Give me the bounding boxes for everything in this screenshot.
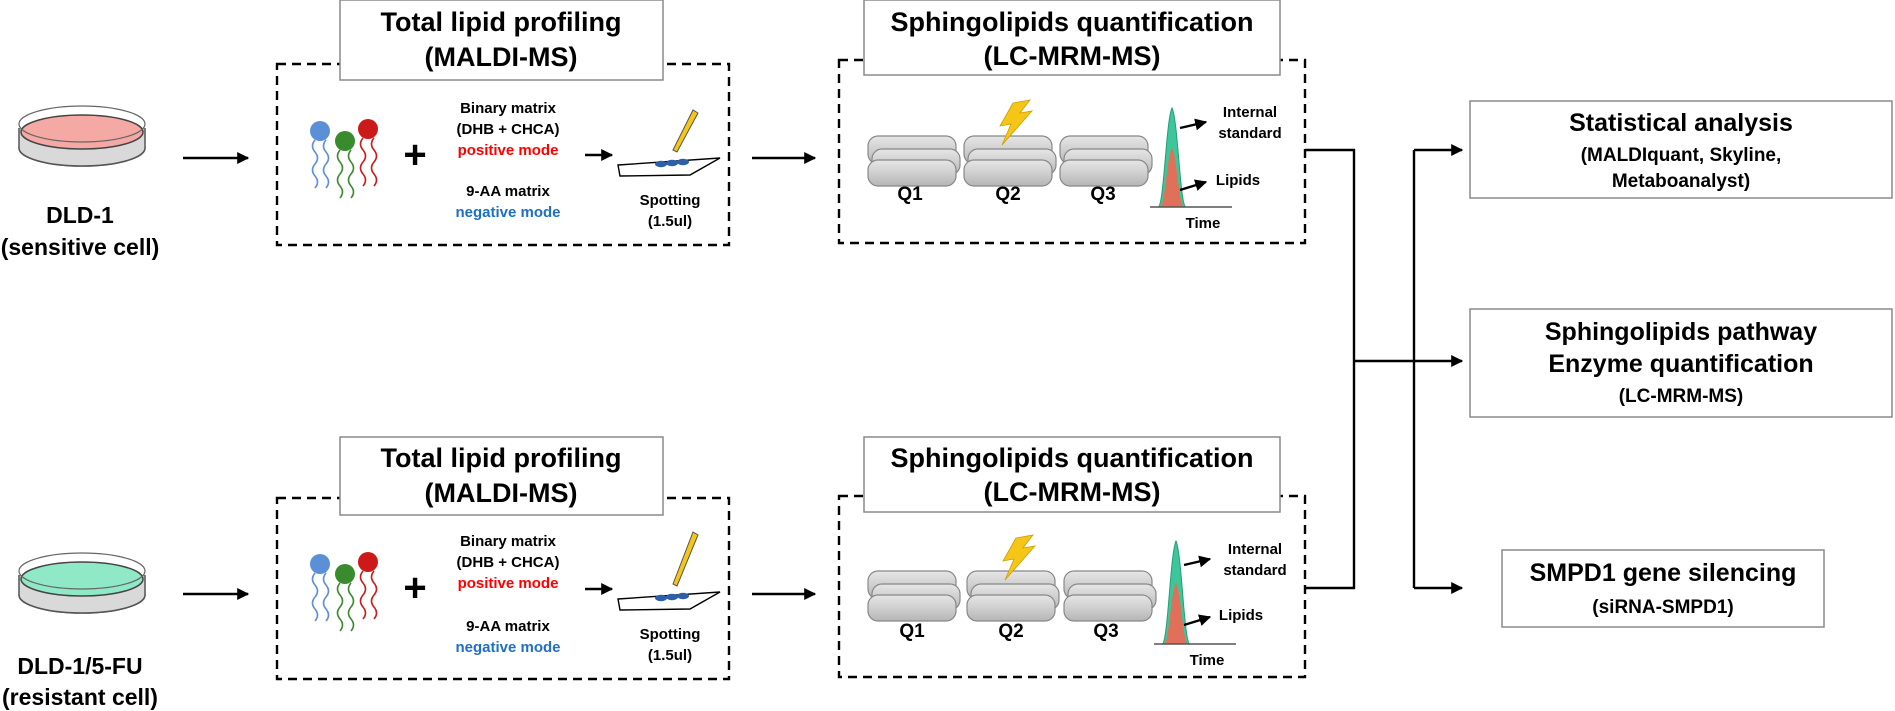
- silencing-title: SMPD1 gene silencing: [1530, 559, 1797, 587]
- spotting-volume: (1.5ul): [648, 647, 692, 664]
- result-statistical: Statistical analysis (MALDIquant, Skylin…: [1469, 100, 1893, 199]
- q1-label: Q1: [899, 621, 925, 642]
- spotting-volume: (1.5ul): [648, 213, 692, 230]
- spotting-plate-icon: [617, 531, 721, 611]
- time-label: Time: [1190, 652, 1225, 669]
- lightning-icon: [999, 99, 1034, 146]
- time-label: Time: [1186, 215, 1221, 232]
- positive-mode-label: positive mode: [458, 575, 559, 592]
- standard-label: standard: [1223, 562, 1286, 579]
- maldi-title-box: [339, 436, 664, 516]
- cell-name: DLD-1: [46, 202, 114, 228]
- quadrupole-q3-icon: [1063, 570, 1157, 622]
- negative-mode-label: negative mode: [455, 639, 560, 656]
- lcms-subtitle: (LC-MRM-MS): [984, 41, 1161, 71]
- chromatogram-icon: [1154, 539, 1236, 645]
- cell-type: (resistant cell): [2, 684, 158, 710]
- pathway-title: Sphingolipids pathway: [1545, 318, 1817, 346]
- aa-matrix-label: 9-AA matrix: [466, 183, 550, 200]
- lightning-icon: [1002, 534, 1037, 581]
- lcms-title: Sphingolipids quantification: [891, 443, 1254, 473]
- row-sensitive: DLD-1 (sensitive cell) Total lipid profi…: [1, 0, 1307, 260]
- cell-name: DLD-1/5-FU: [17, 653, 142, 679]
- lcms-subtitle: (LC-MRM-MS): [984, 477, 1161, 507]
- statistical-tools: (MALDIquant, Skyline,: [1581, 145, 1782, 166]
- pathway-sub: (LC-MRM-MS): [1619, 386, 1744, 407]
- petri-dish-icon: [18, 105, 146, 167]
- maldi-subtitle: (MALDI-MS): [425, 478, 578, 508]
- standard-label: standard: [1218, 125, 1281, 142]
- internal-label: Internal: [1228, 541, 1282, 558]
- maldi-title: Total lipid profiling: [381, 443, 622, 473]
- dish-medium: [20, 114, 144, 150]
- q2-label: Q2: [998, 621, 1023, 642]
- aa-matrix-label: 9-AA matrix: [466, 618, 550, 635]
- statistical-tools-2: Metaboanalyst): [1612, 171, 1750, 192]
- lipid-molecules-icon: [310, 552, 378, 632]
- dish-medium: [20, 561, 144, 597]
- result-pathway: Sphingolipids pathway Enzyme quantificat…: [1469, 308, 1893, 418]
- quadrupole-q1-icon: [867, 135, 961, 187]
- lcms-title-box: [863, 0, 1281, 76]
- quadrupole-q3-icon: [1059, 135, 1153, 187]
- maldi-title: Total lipid profiling: [381, 7, 622, 37]
- plus-sign: +: [403, 566, 426, 610]
- silencing-sub: (siRNA-SMPD1): [1592, 597, 1733, 618]
- binary-matrix-label: Binary matrix: [460, 100, 557, 117]
- maldi-title-box: [339, 0, 664, 81]
- cell-type: (sensitive cell): [1, 234, 160, 260]
- quadrupole-q2-icon: [966, 570, 1060, 622]
- q3-label: Q3: [1093, 621, 1118, 642]
- negative-mode-label: negative mode: [455, 204, 560, 221]
- q2-label: Q2: [995, 184, 1020, 205]
- maldi-subtitle: (MALDI-MS): [425, 42, 578, 72]
- statistical-title: Statistical analysis: [1569, 109, 1793, 137]
- pathway-title-2: Enzyme quantification: [1548, 350, 1813, 378]
- positive-mode-label: positive mode: [458, 142, 559, 159]
- connector-lines: [1305, 144, 1464, 594]
- lcms-title-box: [863, 436, 1281, 513]
- result-silencing: SMPD1 gene silencing (siRNA-SMPD1): [1501, 549, 1825, 628]
- row-resistant: DLD-1/5-FU (resistant cell) Total lipid …: [2, 436, 1307, 710]
- q3-label: Q3: [1090, 184, 1115, 205]
- internal-label: Internal: [1223, 104, 1277, 121]
- lcms-title: Sphingolipids quantification: [891, 7, 1254, 37]
- q1-label: Q1: [897, 184, 923, 205]
- petri-dish-icon: [18, 552, 146, 614]
- chromatogram-icon: [1150, 106, 1232, 208]
- lipids-label: Lipids: [1216, 172, 1260, 189]
- dhb-chca-label: (DHB + CHCA): [457, 554, 560, 571]
- lipids-label: Lipids: [1219, 607, 1263, 624]
- binary-matrix-label: Binary matrix: [460, 533, 557, 550]
- spotting-label: Spotting: [640, 626, 701, 643]
- quadrupole-q2-icon: [963, 135, 1057, 187]
- lipid-molecules-icon: [310, 119, 378, 199]
- quadrupole-q1-icon: [867, 570, 961, 622]
- plus-sign: +: [403, 133, 426, 177]
- spotting-plate-icon: [617, 109, 721, 177]
- spotting-label: Spotting: [640, 192, 701, 209]
- dhb-chca-label: (DHB + CHCA): [457, 121, 560, 138]
